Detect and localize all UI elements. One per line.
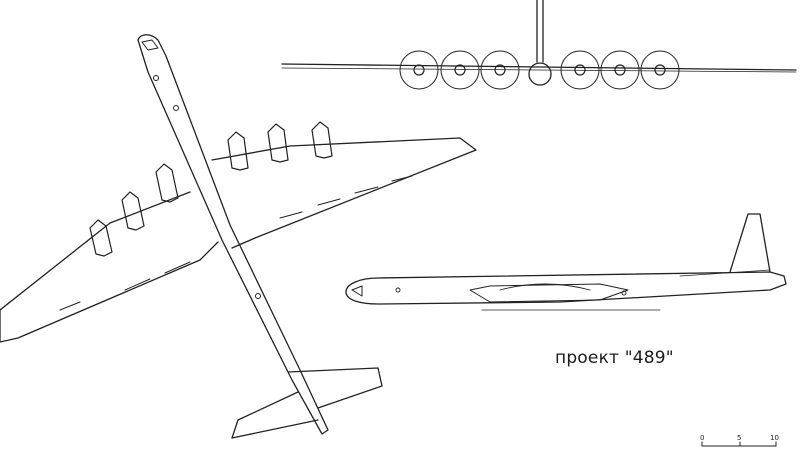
project-caption: проект "489" (555, 348, 674, 368)
front-fin (536, 0, 544, 63)
scale-bar: 0 5 10 (700, 434, 779, 447)
scale-tick-5: 5 (737, 434, 741, 442)
front-propellers (399, 50, 680, 90)
side-fin (729, 213, 771, 273)
plan-fuselage (137, 34, 329, 435)
front-wing (281, 63, 797, 71)
plan-view (0, 34, 477, 439)
side-fuselage (345, 271, 787, 305)
plan-engines-right (227, 121, 333, 171)
side-wing-root (469, 283, 629, 303)
front-spinners (413, 64, 666, 76)
front-fuselage (528, 62, 552, 86)
plan-tailplane (231, 367, 383, 439)
plan-left-wing (0, 191, 219, 343)
front-view (281, 0, 797, 90)
plan-right-wing (211, 137, 477, 249)
plan-engines-left (89, 163, 179, 257)
scale-tick-0: 0 (700, 434, 704, 442)
side-view (345, 213, 787, 311)
scale-tick-10: 10 (770, 434, 779, 442)
